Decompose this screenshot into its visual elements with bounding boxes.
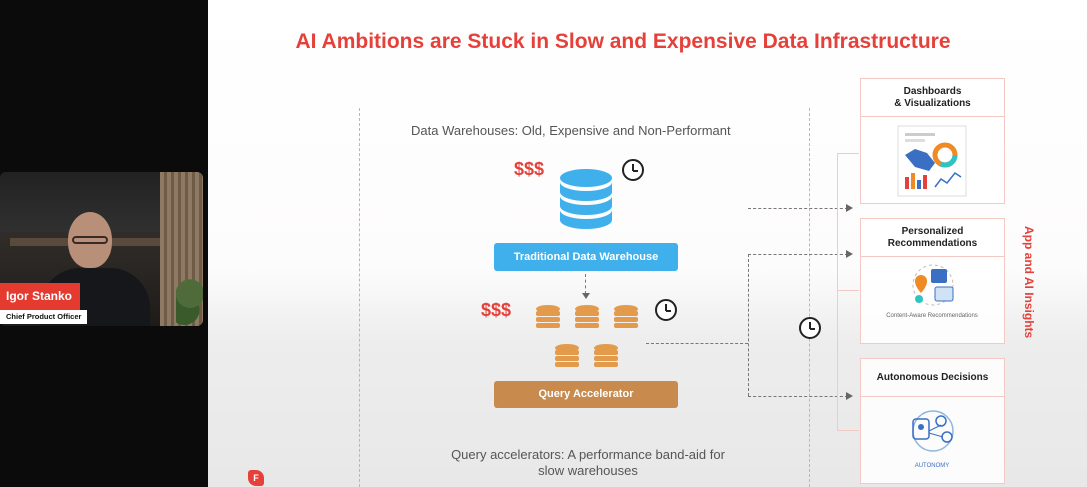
bracket-line [837,290,859,291]
card-dashboards-title: Dashboards& Visualizations [861,79,1004,117]
presenter-video[interactable] [0,172,203,326]
traditional-warehouse-label: Traditional Data Warehouse [494,243,678,271]
arrow-right-icon [846,204,853,212]
arrow-right-icon [846,392,853,400]
bracket-line [837,153,838,431]
card-dashboards: Dashboards& Visualizations [860,78,1005,204]
connector-line [646,343,748,344]
coin-stacks-icon [536,305,638,367]
presentation-slide: AI Ambitions are Stuck in Slow and Expen… [208,0,1087,487]
card-autonomous: Autonomous Decisions AUTONOMY [860,358,1005,484]
side-label: App and AI Insights [1022,226,1046,356]
card-title-line: Recommendations [887,237,978,249]
presenter-name-badge: Igor Stanko [0,283,81,310]
dashboard-illustration-icon [897,125,967,197]
card-title-line: & Visualizations [894,97,971,109]
presenter-glasses [72,236,108,244]
clock-icon [622,159,644,181]
accelerator-cost-label: $$$ [481,300,512,320]
divider-left [359,108,360,487]
side-label-text: App and AI Insights [1022,226,1036,339]
database-icon [560,169,612,229]
connector-line [585,274,586,294]
accelerator-caption: Query accelerators: A performance band-a… [418,447,758,479]
accelerator-caption-line1: Query accelerators: A performance band-a… [451,447,725,462]
connector-line [748,254,848,255]
recommendations-illustration-icon [912,264,954,306]
company-logo: F [248,470,264,486]
card-title-line: Dashboards [903,85,962,97]
participant-panel: Igor Stanko Chief Product Officer [0,0,208,487]
connector-line [748,254,749,396]
bracket-line [837,153,859,154]
warehouse-subtitle: Data Warehouses: Old, Expensive and Non-… [411,123,731,138]
card-inner-label: Content-Aware Recommendations [886,313,978,319]
clock-icon [799,317,821,339]
card-title-line: Personalized [901,225,964,237]
card-title-line: Autonomous Decisions [876,371,989,383]
clock-icon [655,299,677,321]
accelerator-caption-line2: slow warehouses [538,463,638,478]
connector-line [748,396,848,397]
divider-right [809,108,810,487]
warehouse-cost-label: $$$ [514,159,545,179]
connector-line [748,208,848,209]
bracket-line [837,430,859,431]
presenter-role-badge: Chief Product Officer [0,310,88,324]
card-autonomous-title: Autonomous Decisions [861,359,1004,397]
arrow-right-icon [846,250,853,258]
slide-title: AI Ambitions are Stuck in Slow and Expen… [295,30,951,53]
card-inner-label: AUTONOMY [914,463,950,469]
query-accelerator-label: Query Accelerator [494,381,678,408]
arrow-down-icon [582,293,590,299]
autonomy-illustration-icon [912,410,954,452]
plant-decoration [176,272,203,326]
